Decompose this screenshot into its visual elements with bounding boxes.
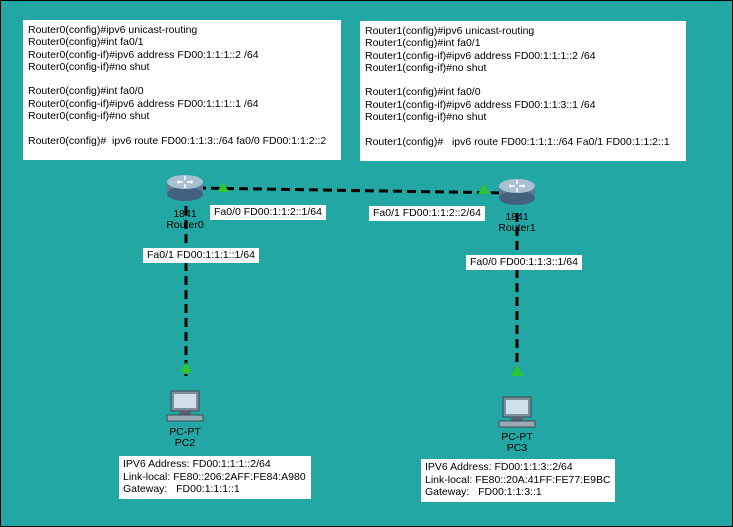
- pc3-name: PC3: [506, 442, 528, 454]
- pc3-info-line: IPV6 Address: FD00:1:1:3::2/64: [425, 461, 573, 473]
- router0-config-line: Router0(config-if)#ipv6 address FD00:1:1…: [28, 48, 259, 61]
- pc3-model: PC-PT: [501, 431, 533, 443]
- router1-config-line: Router1(config)#int fa0/0: [365, 86, 481, 99]
- router1-config-line: Router1(config)# ipv6 route FD00:1:1:1::…: [365, 135, 670, 148]
- pc3-info-line: Link-local: FE80::20A:41FF:FE77:E9BC: [425, 473, 611, 486]
- router1-config-line: Router1(config-if)#no shut: [365, 111, 487, 124]
- router0-config-line: Router0(config)# ipv6 route FD00:1:1:3::…: [28, 134, 327, 147]
- link-status-up-icon: [478, 184, 490, 194]
- pc2-info-line: IPV6 Address: FD00:1:1:1::2/64: [123, 458, 271, 470]
- pc2-model: PC-PT: [169, 426, 201, 438]
- router0-fa00-label: Fa0/0 FD00:1:1:2::1/64: [210, 205, 326, 220]
- router1-label: 1841 Router1: [493, 212, 541, 234]
- link-router0-router1[interactable]: [196, 186, 512, 195]
- router0-config-line: Router0(config)#int fa0/1: [28, 36, 144, 49]
- router0-config-line: [28, 73, 336, 85]
- router1-config-line: Router1(config-if)#ipv6 address FD00:1:1…: [365, 98, 596, 111]
- link-status-up-icon: [217, 182, 229, 192]
- router0-config-line: Router0(config)#int fa0/0: [28, 85, 144, 98]
- router1-fa00-label: Fa0/0 FD00:1:1:3::1/64: [466, 255, 582, 270]
- router1-name: Router1: [498, 222, 536, 234]
- link-status-up-icon: [180, 362, 192, 373]
- router1-config-line: Router1(config)#ipv6 unicast-routing: [365, 25, 535, 37]
- pc2-name: PC2: [174, 437, 196, 449]
- router1-config-line: [365, 123, 681, 135]
- router0-model: 1841: [173, 208, 197, 220]
- router1-model: 1841: [505, 211, 529, 223]
- router0-config-line: Router0(config-if)#no shut: [28, 110, 150, 123]
- router0-icon[interactable]: [167, 175, 203, 201]
- router1-config-line: Router1(config-if)#ipv6 address FD00:1:1…: [365, 49, 596, 62]
- router1-fa01-label: Fa0/1 FD00:1:1:2::2/64: [369, 206, 485, 221]
- router0-config-line: [28, 122, 336, 134]
- router0-label: 1841 Router0: [161, 209, 209, 231]
- pc2-info-line: Gateway: FD00:1:1:1::1: [123, 483, 240, 495]
- router0-config-line: Router0(config-if)#no shut: [28, 60, 150, 73]
- pc3-icon[interactable]: [498, 396, 536, 428]
- router1-icon[interactable]: [499, 179, 535, 205]
- router1-config-line: [365, 74, 681, 86]
- pc3-label: PC-PT PC3: [493, 432, 541, 454]
- router0-name: Router0: [166, 219, 204, 231]
- link-status-up-icon: [511, 365, 523, 376]
- router1-config-line: Router1(config-if)#no shut: [365, 61, 487, 74]
- pc3-info-line: Gateway: FD00:1:1:3::1: [425, 486, 542, 498]
- pc2-label: PC-PT PC2: [161, 427, 209, 449]
- router0-config-line: Router0(config-if)#ipv6 address FD00:1:1…: [28, 97, 259, 110]
- router0-config-line: Router0(config)#ipv6 unicast-routing: [28, 24, 198, 36]
- router0-fa01-label: Fa0/1 FD00:1:1:1::1/64: [143, 248, 259, 263]
- router1-config-line: Router1(config)#int fa0/1: [365, 37, 481, 50]
- pc2-icon[interactable]: [166, 390, 204, 422]
- pc2-info-line: Link-local: FE80::206:2AFF:FE84:A980: [123, 470, 306, 483]
